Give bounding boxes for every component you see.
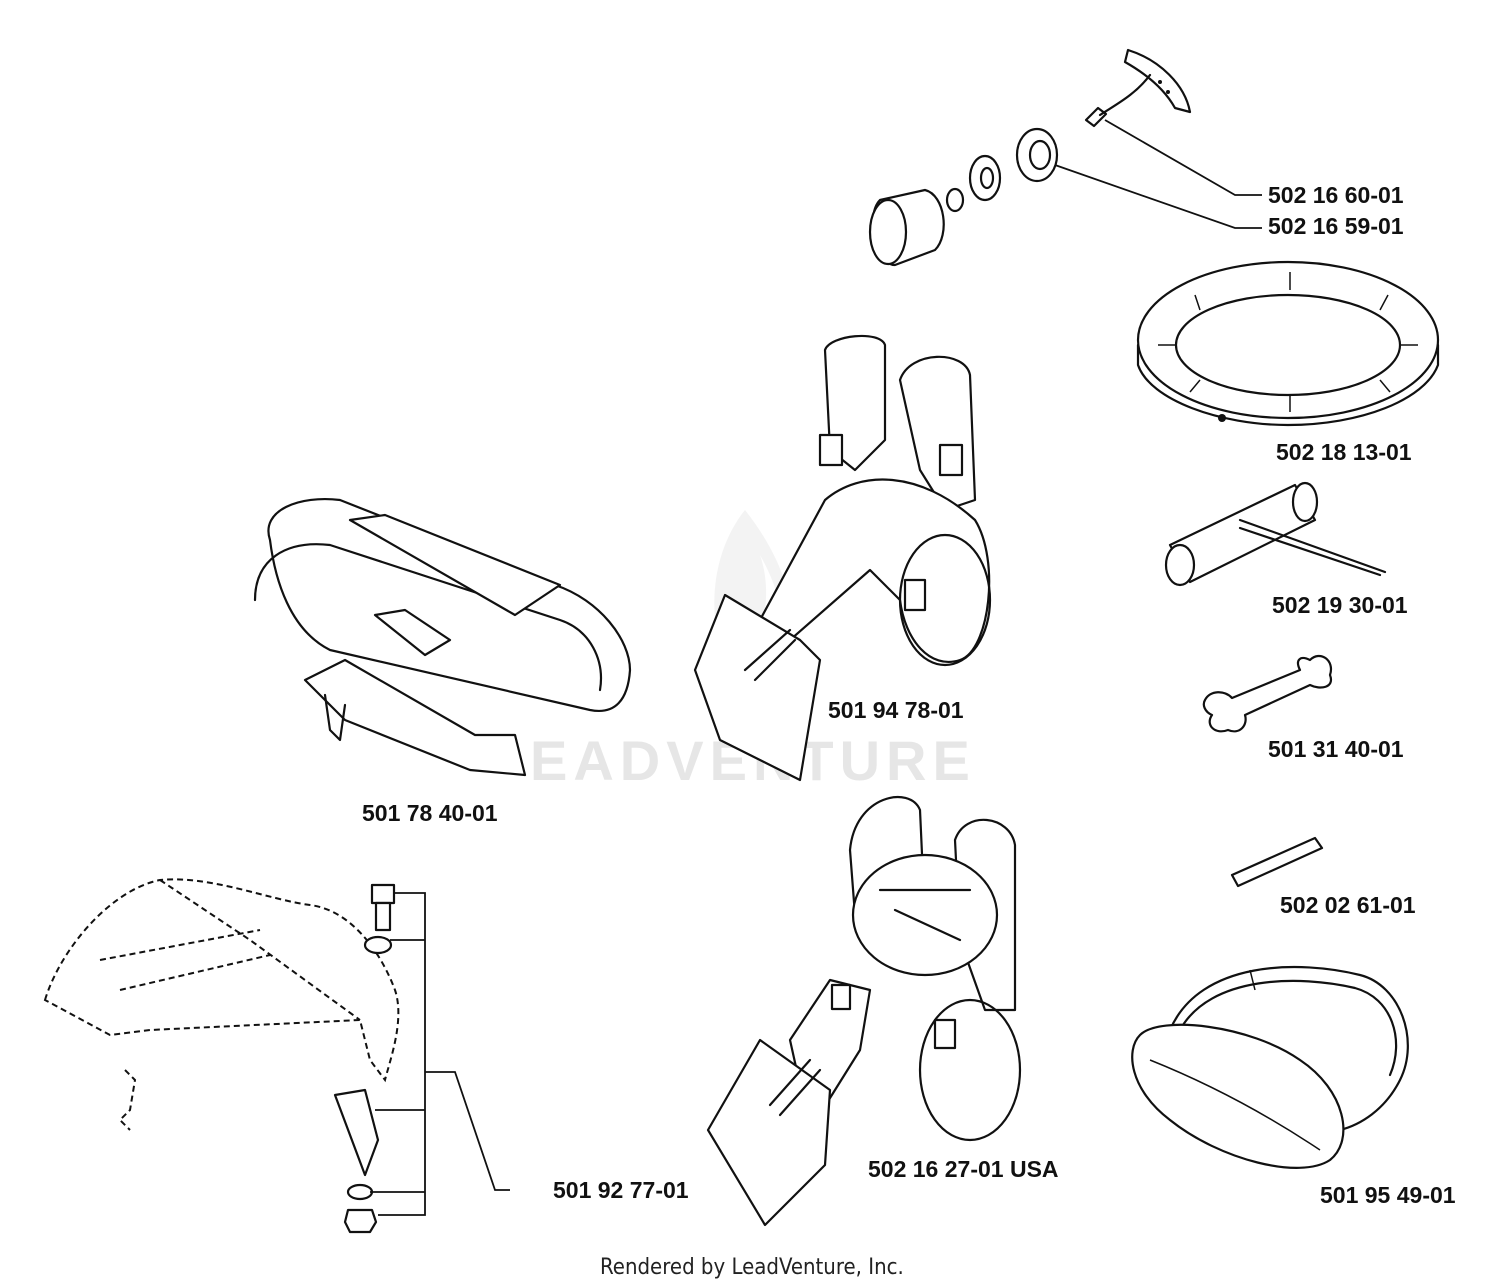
- guard-kit-drawing: [43, 878, 510, 1234]
- part-label-502-02-61-01: 502 02 61-01: [1280, 892, 1416, 918]
- hip-pad-drawing: [1131, 965, 1409, 1169]
- footer-credit: Rendered by LeadVenture, Inc.: [600, 1255, 904, 1280]
- leader-lines: [1054, 119, 1262, 229]
- part-label-502-16-27-01-usa: 502 16 27-01 USA: [868, 1156, 1059, 1182]
- part-label-501-31-40-01: 501 31 40-01: [1268, 736, 1404, 762]
- part-label-501-94-78-01: 501 94 78-01: [828, 697, 964, 723]
- shoulder-strap-drawing: [253, 498, 632, 777]
- pin-drawing: [1230, 836, 1324, 888]
- part-label-502-18-13-01: 502 18 13-01: [1276, 439, 1412, 465]
- starter-handle-drawing: [1084, 48, 1192, 128]
- part-label-502-16-59-01: 502 16 59-01: [1268, 213, 1404, 239]
- harness-drawing-1: [693, 334, 992, 782]
- knob-assembly-drawing: [868, 127, 1059, 267]
- guard-ring-drawing: [1136, 260, 1440, 427]
- t-wrench-drawing: [1164, 481, 1387, 587]
- combination-wrench-drawing: [1202, 654, 1333, 733]
- part-label-501-92-77-01: 501 92 77-01: [553, 1177, 689, 1203]
- part-label-502-16-60-01: 502 16 60-01: [1268, 182, 1404, 208]
- part-label-502-19-30-01: 502 19 30-01: [1272, 592, 1408, 618]
- harness-drawing-2: [706, 795, 1022, 1227]
- part-label-501-78-40-01: 501 78 40-01: [362, 800, 498, 826]
- part-label-501-95-49-01: 501 95 49-01: [1320, 1182, 1456, 1208]
